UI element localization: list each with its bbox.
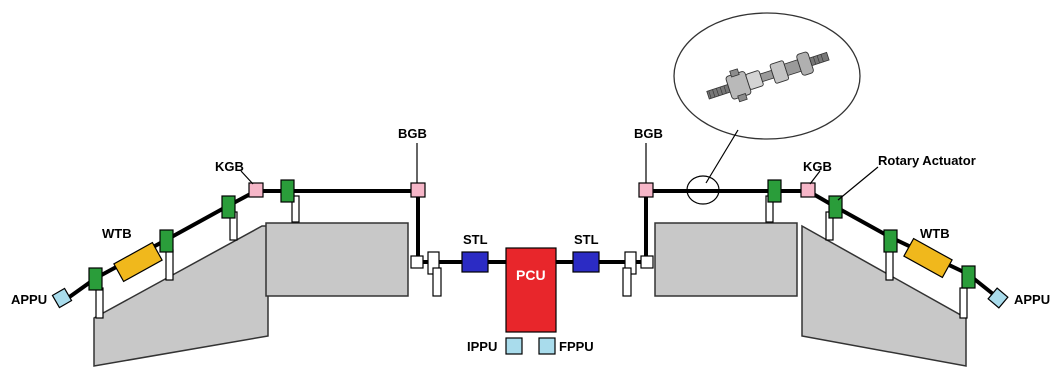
actuator-supports bbox=[95, 195, 968, 319]
center-bearings bbox=[410, 251, 654, 297]
leader-rotary-actuator bbox=[837, 166, 879, 201]
wtb-left bbox=[113, 241, 163, 283]
rotary-actuators bbox=[88, 179, 976, 291]
leader-kgb-right bbox=[809, 170, 821, 185]
system-torque-limiters bbox=[461, 251, 600, 273]
labels: KGB BGB BGB KGB Rotary Actuator WTB WTB … bbox=[11, 126, 1050, 354]
label-fppu: FPPU bbox=[559, 339, 594, 354]
rotary-actuator-left-2 bbox=[159, 229, 174, 253]
inboard-flap-panel-right bbox=[654, 222, 798, 297]
bearing-right-stand bbox=[622, 267, 632, 297]
support-right-3 bbox=[885, 249, 894, 281]
rotary-actuator-left-3 bbox=[221, 195, 236, 219]
pcu-box bbox=[505, 247, 557, 333]
appu-units bbox=[51, 287, 1009, 309]
torque-tube-drive-shaft-assembly-icon bbox=[706, 51, 830, 103]
kgb-right-box bbox=[800, 182, 816, 198]
label-wtb-left: WTB bbox=[102, 226, 132, 241]
label-pcu: PCU bbox=[516, 267, 546, 283]
rotary-actuator-right-2 bbox=[828, 195, 843, 219]
rotary-actuator-left-1 bbox=[88, 267, 103, 291]
label-appu-left: APPU bbox=[11, 292, 47, 307]
appu-left-unit bbox=[51, 287, 73, 309]
gearboxes bbox=[248, 182, 816, 198]
inset-callout bbox=[673, 12, 861, 205]
label-ippu: IPPU bbox=[467, 339, 497, 354]
leader-kgb-left bbox=[240, 170, 254, 185]
rotary-actuator-left-4 bbox=[280, 179, 295, 203]
leader-lines bbox=[240, 143, 879, 201]
kgb-left-box bbox=[248, 182, 264, 198]
support-left-1 bbox=[95, 287, 104, 319]
support-left-2 bbox=[165, 249, 174, 281]
appu-right-unit bbox=[987, 287, 1009, 309]
stl-left-box bbox=[461, 251, 489, 273]
support-right-4 bbox=[959, 287, 968, 319]
rotary-actuator-right-4 bbox=[961, 265, 976, 289]
label-bgb-left: BGB bbox=[398, 126, 427, 141]
shaft-left-out-mid bbox=[165, 205, 227, 242]
shaft-right-out-mid bbox=[833, 204, 891, 239]
bgb-right-box bbox=[638, 182, 654, 198]
label-kgb-right: KGB bbox=[803, 159, 832, 174]
outboard-flap-panel-right bbox=[801, 224, 967, 367]
label-bgb-right: BGB bbox=[634, 126, 663, 141]
stl-right-box bbox=[572, 251, 600, 273]
outboard-flap-panel-left bbox=[93, 225, 269, 367]
inset-leader-line bbox=[705, 129, 739, 184]
bgb-left-box bbox=[410, 182, 426, 198]
label-stl-right: STL bbox=[574, 232, 599, 247]
rotary-actuator-right-3 bbox=[883, 229, 898, 253]
bearing-left-stand bbox=[432, 267, 442, 297]
inboard-flap-panel-left bbox=[265, 222, 409, 297]
flap-panels bbox=[93, 222, 967, 367]
label-wtb-right: WTB bbox=[920, 226, 950, 241]
position-pickoff-units bbox=[505, 337, 556, 355]
ippu-box bbox=[505, 337, 523, 355]
label-stl-left: STL bbox=[463, 232, 488, 247]
label-rotary-actuator: Rotary Actuator bbox=[878, 153, 976, 168]
label-kgb-left: KGB bbox=[215, 159, 244, 174]
bearing-left-small bbox=[410, 255, 424, 269]
bearing-right-small bbox=[640, 255, 654, 269]
support-left-4 bbox=[291, 195, 300, 223]
fppu-box bbox=[538, 337, 556, 355]
label-appu-right: APPU bbox=[1014, 292, 1050, 307]
wing-tip-brakes bbox=[113, 237, 953, 283]
rotary-actuator-right-1 bbox=[767, 179, 782, 203]
wtb-right bbox=[903, 237, 953, 279]
